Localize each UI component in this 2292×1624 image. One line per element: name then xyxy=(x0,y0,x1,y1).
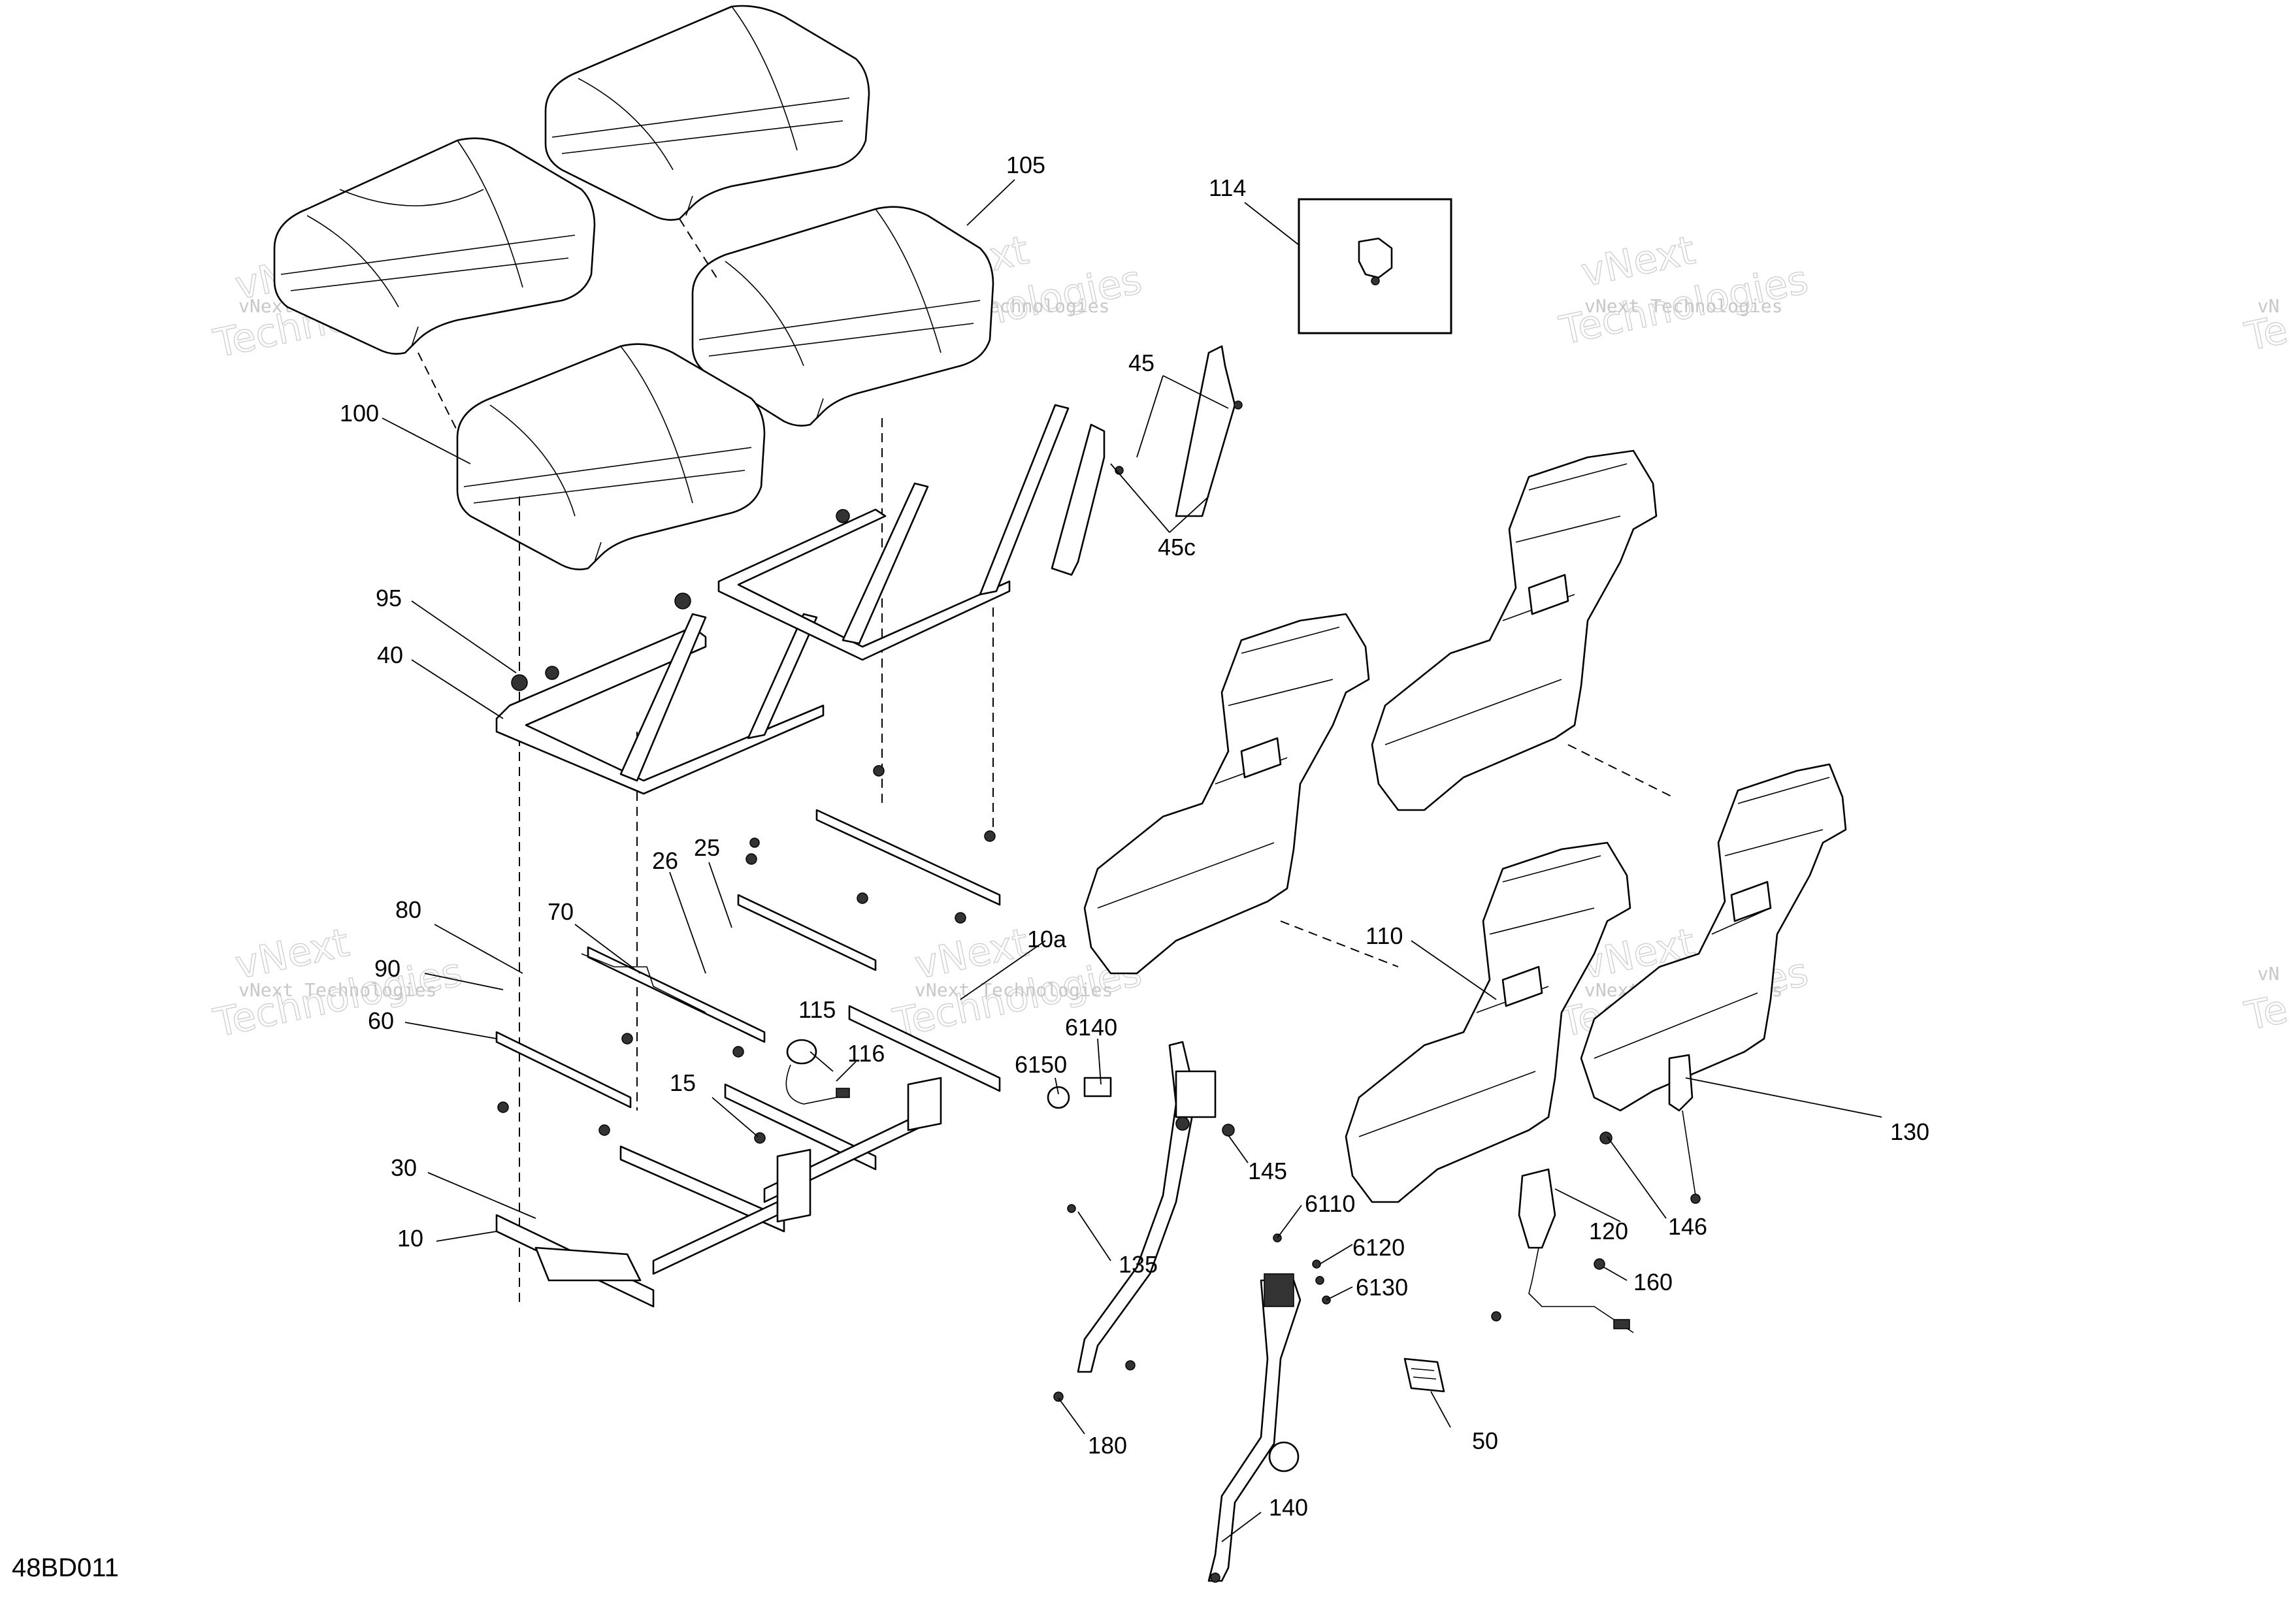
bucket-seat-rear-left xyxy=(1083,613,1370,975)
callout-116: 116 xyxy=(847,1040,885,1067)
callout-120: 120 xyxy=(1589,1218,1628,1244)
callout-114: 114 xyxy=(1209,174,1246,201)
callout-6120: 6120 xyxy=(1352,1234,1405,1261)
seat-belt-assembly-135 xyxy=(1047,1041,1235,1402)
bucket-seat-rear-right xyxy=(1371,449,1658,811)
callout-140: 140 xyxy=(1269,1494,1308,1521)
callout-6150: 6150 xyxy=(1015,1051,1067,1078)
callout-180: 180 xyxy=(1088,1432,1127,1459)
callout-80: 80 xyxy=(395,896,421,923)
seat-base-frame xyxy=(495,404,1070,795)
callout-160: 160 xyxy=(1633,1269,1673,1295)
watermark-group: vNext Technologies vNext Technologies vN… xyxy=(209,227,2292,1047)
seat-sensor-module xyxy=(785,1039,850,1105)
bracket-45 xyxy=(1051,345,1243,576)
diagram-code: 48BD011 xyxy=(12,1553,119,1582)
seat-cushion-front-right xyxy=(691,206,994,427)
callout-100: 100 xyxy=(340,400,379,427)
callout-10: 10 xyxy=(397,1225,423,1252)
seat-cushion-back-left xyxy=(273,137,596,355)
inset-box-114 xyxy=(1298,198,1452,334)
svg-text:Te: Te xyxy=(2241,986,2292,1040)
watermark-text: vNext Technologies xyxy=(915,979,1113,1001)
svg-text:Te: Te xyxy=(2241,307,2292,361)
svg-text:vN: vN xyxy=(2257,963,2280,984)
slide-rails xyxy=(495,765,1001,1136)
seat-cushion-front-left xyxy=(456,343,766,570)
seat-belt-assembly-140 xyxy=(1207,1233,1331,1583)
callout-40: 40 xyxy=(377,641,403,668)
callout-10a: 10a xyxy=(1027,926,1067,952)
callout-6130: 6130 xyxy=(1356,1274,1408,1301)
callout-45: 45 xyxy=(1128,349,1154,376)
leader-lines xyxy=(382,179,1882,1542)
callout-145: 145 xyxy=(1248,1158,1287,1184)
watermark-text: vNext Technologies xyxy=(238,979,436,1001)
callout-70: 70 xyxy=(548,898,574,925)
callout-60: 60 xyxy=(368,1007,394,1034)
seat-belt-buckle-120-130 xyxy=(1491,1054,1701,1333)
label-plate-50 xyxy=(1403,1357,1445,1393)
callout-95: 95 xyxy=(376,585,402,611)
callout-146: 146 xyxy=(1668,1213,1707,1240)
watermark-text: vNext Technologies xyxy=(1584,295,1782,317)
callout-50: 50 xyxy=(1472,1427,1498,1454)
callout-15: 15 xyxy=(670,1069,696,1096)
svg-text:vN: vN xyxy=(2257,295,2280,317)
callout-26: 26 xyxy=(652,847,678,874)
callout-105: 105 xyxy=(1006,152,1045,178)
seat-mount-frame xyxy=(495,1005,1001,1308)
callout-110: 110 xyxy=(1366,922,1403,949)
callout-135: 135 xyxy=(1119,1251,1158,1278)
callout-130: 130 xyxy=(1890,1118,1929,1145)
callout-6110: 6110 xyxy=(1305,1190,1355,1217)
callout-90: 90 xyxy=(374,955,401,982)
callout-115: 115 xyxy=(798,996,836,1023)
callout-30: 30 xyxy=(391,1154,417,1181)
bucket-seat-front-left xyxy=(1345,841,1631,1203)
seat-cushion-back-right xyxy=(544,5,870,221)
callout-25: 25 xyxy=(694,834,720,861)
callout-45c: 45c xyxy=(1158,534,1196,560)
callout-6140: 6140 xyxy=(1065,1014,1117,1041)
callout-labels: 105 114 100 45 45c 95 40 26 25 80 70 10a… xyxy=(340,152,1929,1521)
